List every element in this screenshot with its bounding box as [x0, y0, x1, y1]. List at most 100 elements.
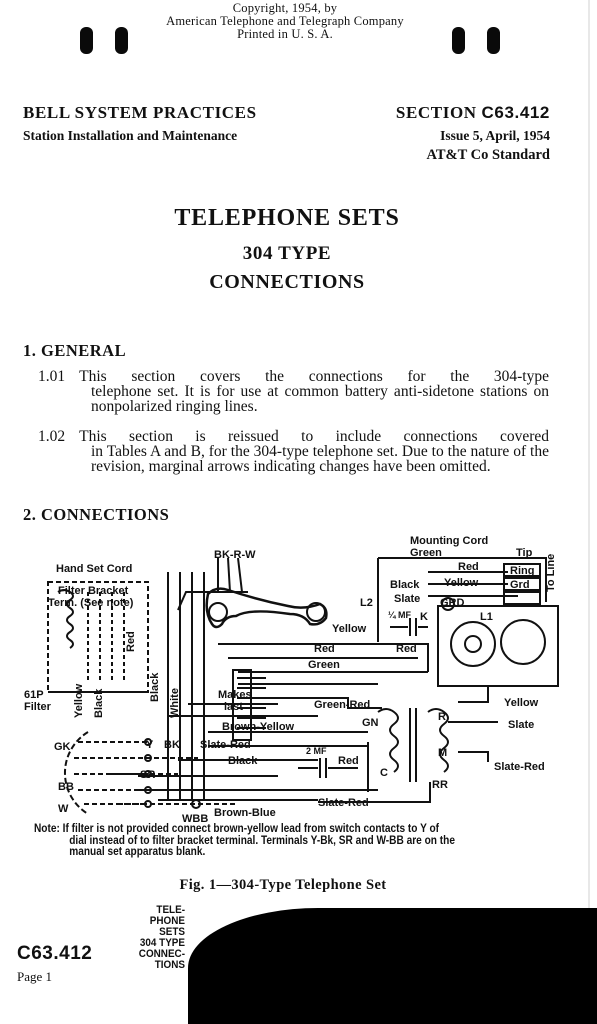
- label-yellow-right: Yellow: [504, 697, 539, 709]
- header-subtitle: Station Installation and Maintenance: [23, 128, 238, 143]
- copyright-line-3: Printed in U. S. A.: [237, 27, 333, 41]
- footer-section-number: C63.412: [17, 943, 93, 964]
- label-m: M: [438, 747, 447, 759]
- label-green-long: Green: [308, 659, 340, 671]
- label-bk-r-w: BK-R-W: [214, 549, 256, 561]
- label-61p: 61P: [24, 689, 44, 701]
- label-black-lower: Black: [228, 755, 258, 767]
- label-black-vertical: Black: [93, 688, 105, 718]
- label-yellow-vertical: Yellow: [73, 683, 85, 718]
- section-word: SECTION: [395, 103, 477, 122]
- label-term-note: Term. (See note): [48, 597, 134, 609]
- label-l1: L1: [480, 611, 493, 623]
- wiring-diagram: Mounting Cord Green Tip Ring Grd To Line…: [24, 535, 559, 822]
- section-heading-general: 1. GENERAL: [23, 341, 127, 360]
- label-red-mid: Red: [396, 643, 417, 655]
- label-gn: GN: [362, 717, 379, 729]
- label-rr: RR: [432, 779, 448, 791]
- index-tab: TELE- PHONE SETS 304 TYPE CONNEC- TIONS: [122, 905, 185, 971]
- copyright-line-1: Copyright, 1954, by: [232, 1, 338, 15]
- note-text-rest: dial instead of to filter bracket termin…: [69, 834, 455, 858]
- label-tip: Tip: [516, 547, 533, 559]
- label-red-top: Red: [458, 561, 479, 573]
- note-text-first: If filter is not provided connect brown-…: [62, 823, 440, 835]
- label-2-mf: 2 MF: [306, 746, 327, 756]
- binder-hole-icon: [115, 27, 128, 54]
- label-green-top: Green: [410, 547, 442, 559]
- section-id: SECTION C63.412: [396, 103, 550, 123]
- label-grd: Grd: [510, 579, 530, 591]
- paragraph-text-rest: in Tables A and B, for the 304-type tele…: [91, 443, 549, 475]
- footer-page-number: Page 1: [17, 969, 53, 984]
- label-yellow-top: Yellow: [444, 577, 479, 589]
- tab-line: TELE-: [156, 904, 185, 916]
- label-to-line: To Line: [545, 554, 557, 592]
- document-title: TELEPHONE SETS: [174, 205, 400, 231]
- figure-caption: Fig. 1—304-Type Telephone Set: [179, 877, 387, 893]
- label-wbb: WBB: [182, 813, 208, 822]
- tab-line: TIONS: [154, 959, 185, 971]
- label-last: last: [224, 701, 243, 713]
- paragraph-1-02: 1.02 This section is reissued to include …: [23, 428, 549, 475]
- label-slate-right: Slate: [508, 719, 534, 731]
- copyright-line-2: American Telephone and Telegraph Company: [166, 14, 404, 28]
- header-right: SECTION C63.412 Issue 5, April, 1954 AT&…: [396, 103, 550, 164]
- label-slate-red-bottom: Slate-Red: [318, 797, 369, 809]
- label-green-red: Green-Red: [314, 699, 370, 711]
- label-grd-term: GRD: [440, 597, 465, 609]
- document-subtitle-type: 304 TYPE: [242, 243, 332, 264]
- label-quarter-mf: ¼ MF: [388, 610, 412, 620]
- label-bk: BK: [164, 739, 180, 751]
- label-black-top: Black: [390, 579, 420, 591]
- label-filter: Filter: [24, 701, 52, 713]
- paragraph-text-first: This section covers the connections for …: [79, 368, 549, 385]
- label-makes: Makes: [218, 689, 252, 701]
- paragraph-number: 1.02: [38, 428, 66, 445]
- figure-note: Note: If filter is not provided connect …: [34, 823, 492, 859]
- label-sr: SR: [140, 769, 155, 781]
- tab-line: 304 TYPE: [139, 937, 185, 949]
- label-red-lower: Red: [338, 755, 359, 767]
- page-edge-shadow: [588, 0, 590, 1024]
- page-edge-blackout: [188, 908, 597, 1024]
- label-ring: Ring: [510, 565, 534, 577]
- binder-hole-icon: [487, 27, 500, 54]
- tab-line: CONNEC-: [138, 948, 185, 960]
- section-heading-connections: 2. CONNECTIONS: [23, 505, 170, 524]
- label-red-filter: Red: [125, 631, 137, 652]
- label-k: K: [420, 611, 428, 623]
- label-red-long: Red: [314, 643, 335, 655]
- header-series: BELL SYSTEM PRACTICES: [23, 103, 257, 122]
- note-label: Note:: [34, 823, 60, 835]
- paragraph-number: 1.01: [38, 368, 66, 385]
- label-white-vertical: White: [169, 688, 181, 718]
- paragraph-text-first: This section is reissued to include conn…: [79, 428, 549, 445]
- label-black-vertical-2: Black: [149, 672, 161, 702]
- label-l2: L2: [360, 597, 373, 609]
- header-left: BELL SYSTEM PRACTICES Station Installati…: [23, 103, 257, 144]
- label-slate-red-right: Slate-Red: [494, 761, 545, 773]
- label-brown-yellow: Brown-Yellow: [222, 721, 295, 733]
- copyright-notice: Copyright, 1954, by American Telephone a…: [135, 2, 435, 41]
- binder-hole-icon: [80, 27, 93, 54]
- label-filter-bracket: Filter Bracket: [58, 585, 129, 597]
- tab-line: SETS: [159, 926, 185, 938]
- label-mounting-cord: Mounting Cord: [410, 535, 488, 547]
- label-yellow-mid: Yellow: [332, 623, 367, 635]
- binder-hole-icon: [452, 27, 465, 54]
- standard-label: AT&T Co Standard: [426, 147, 550, 163]
- paragraph-1-01: 1.01 This section covers the connections …: [23, 368, 549, 415]
- label-slate-top: Slate: [394, 593, 420, 605]
- document-subtitle-connections: CONNECTIONS: [209, 271, 365, 293]
- label-brown-blue: Brown-Blue: [214, 807, 276, 819]
- label-bb: BB: [58, 781, 74, 793]
- label-slate-red-left: Slate-Red: [200, 739, 251, 751]
- paragraph-text-rest: telephone set. It is for use at common b…: [91, 383, 549, 415]
- label-hand-set-cord: Hand Set Cord: [56, 563, 132, 575]
- label-gk: GK: [54, 741, 71, 753]
- tab-line: PHONE: [149, 915, 185, 927]
- section-number: C63.412: [481, 103, 550, 122]
- label-y: Y: [146, 739, 154, 751]
- label-c: C: [380, 767, 388, 779]
- label-r: R: [438, 711, 446, 723]
